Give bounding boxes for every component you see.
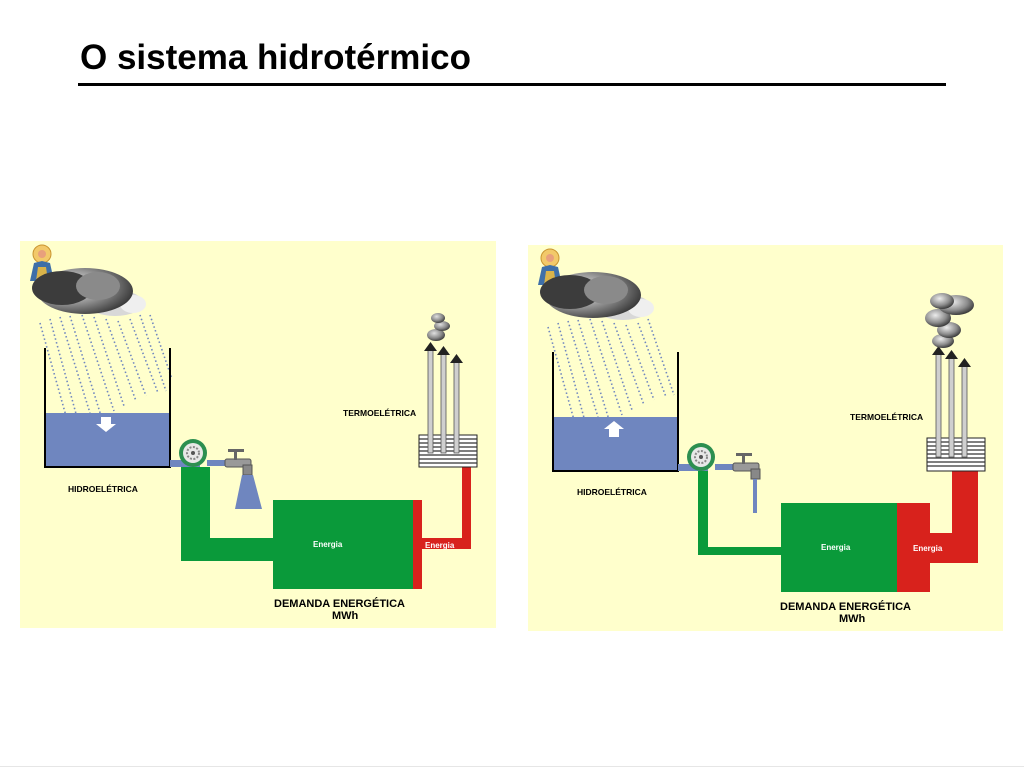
reservoir <box>552 352 679 472</box>
title-rule <box>78 83 946 86</box>
thermal-energy-label: Energia <box>913 544 943 553</box>
thermal-energy-label: Energia <box>425 541 455 550</box>
demand-label: DEMANDA ENERGÉTICA <box>780 600 911 613</box>
hydro-energy-pipe <box>181 467 273 561</box>
smoke-icon <box>427 313 450 341</box>
water-outflow <box>235 475 262 509</box>
turbine-icon <box>179 439 207 467</box>
demand-label: DEMANDA ENERGÉTICA <box>274 597 405 610</box>
water-tap-icon <box>732 453 761 480</box>
outlet-pipe <box>715 464 735 470</box>
demand-unit-label: MWh <box>839 613 866 625</box>
rain-cloud-icon <box>32 268 146 316</box>
thermal-plant-icon <box>926 346 986 472</box>
demand-box-hydro <box>273 500 413 589</box>
outlet-pipe <box>207 460 227 466</box>
hydro-energy-pipe <box>698 471 781 555</box>
slide-title: O sistema hidrotérmico <box>80 38 471 77</box>
hydro-plant-label: HIDROELÉTRICA <box>577 487 647 497</box>
down-arrow-icon <box>96 417 116 432</box>
smoke-icon <box>925 293 974 348</box>
turbine-icon <box>687 443 715 471</box>
demand-box-thermal <box>897 503 930 592</box>
demand-unit-label: MWh <box>332 610 359 622</box>
footer-rule <box>0 766 1024 767</box>
thermal-energy-pipe <box>930 471 978 563</box>
panel-left: TERMOELÉTRICA HIDROELÉTRICA Energia Ener… <box>20 241 496 628</box>
thermal-energy-pipe <box>413 467 471 549</box>
panel-right: TERMOELÉTRICA HIDROELÉTRICA Energia Ener… <box>528 245 1003 631</box>
thermal-plant-icon <box>418 342 478 468</box>
hydro-energy-label: Energia <box>821 543 851 552</box>
water-tap-icon <box>224 449 253 476</box>
diagram-left: TERMOELÉTRICA HIDROELÉTRICA Energia Ener… <box>20 241 496 628</box>
rain-cloud-icon <box>540 272 654 320</box>
thermo-plant-label: TERMOELÉTRICA <box>343 408 416 418</box>
demand-box-hydro <box>781 503 897 592</box>
rain-drops <box>39 314 173 422</box>
rain-drops <box>547 318 675 426</box>
thermo-plant-label: TERMOELÉTRICA <box>850 412 923 422</box>
hydro-energy-label: Energia <box>313 540 343 549</box>
hydro-plant-label: HIDROELÉTRICA <box>68 484 138 494</box>
up-arrow-icon <box>604 421 624 437</box>
water-outflow <box>753 479 757 513</box>
diagram-right: TERMOELÉTRICA HIDROELÉTRICA Energia Ener… <box>528 245 1003 631</box>
